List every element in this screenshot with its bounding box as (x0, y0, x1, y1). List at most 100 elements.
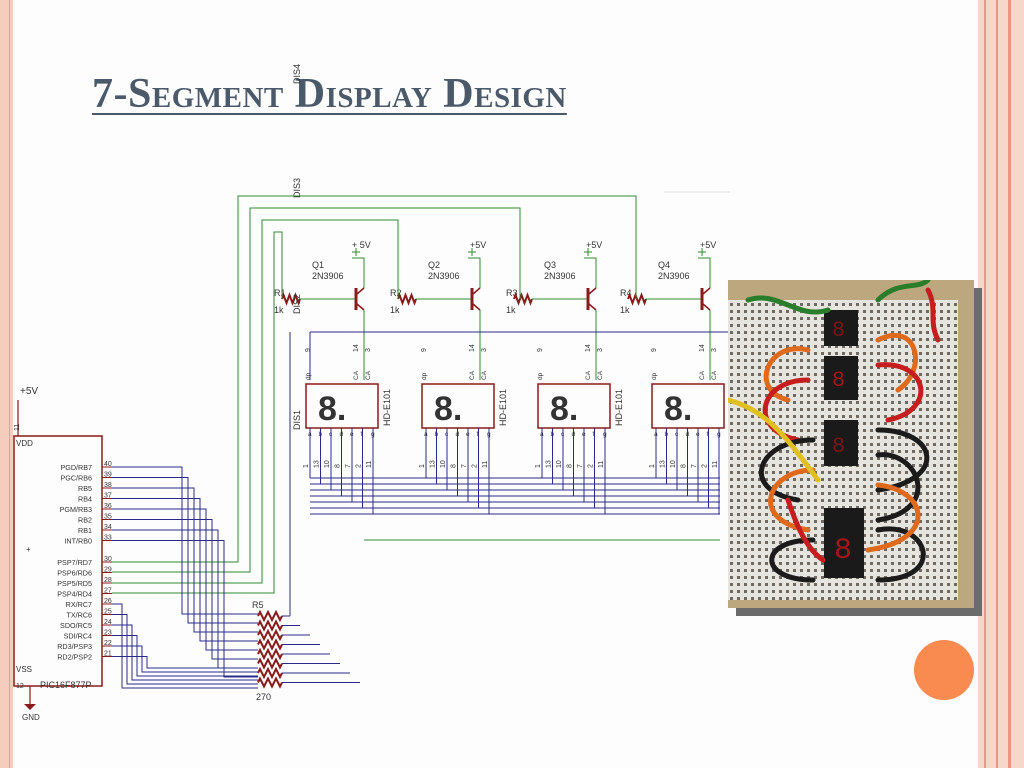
supply-wire (584, 257, 597, 288)
mcu-supply-label: +5V (20, 386, 38, 397)
base-resistor-label: R3 (506, 288, 518, 298)
mcu-pin-name-upper: RB5 (78, 484, 92, 493)
mcu-pin-name-mid: PSP6/RD6 (57, 569, 92, 578)
mcu-lower-net (112, 656, 258, 669)
display-top-pin-label: CA (365, 370, 372, 380)
resistor-pack-value: 270 (256, 692, 271, 702)
resistor-pack-element (257, 638, 283, 651)
display-bottom-pin: 11 (712, 461, 719, 468)
display-bottom-pin: 11 (366, 461, 373, 468)
display-bottom-pin: 8 (567, 464, 574, 468)
display-bottom-pin: 10 (670, 460, 677, 468)
display-top-pin-label: CA (711, 370, 718, 380)
resistor-pack-element (257, 676, 283, 689)
display-top-pin: 3 (481, 348, 488, 352)
mcu-part-name: PIC16F877P (40, 680, 92, 690)
transistor-emitter (472, 287, 481, 295)
transistor-label: Q1 (312, 260, 324, 270)
mcu-vdd-pin: 11 (14, 424, 21, 431)
mcu-pin-name-lower: SDI/RC4 (64, 632, 92, 641)
transistor-collector (356, 303, 365, 311)
display-bottom-pin: 11 (482, 461, 489, 468)
display-top-pin-label: CA (585, 370, 592, 380)
base-resistor-value: 1k (390, 305, 400, 315)
display-top-pin-label: CA (353, 370, 360, 380)
display-top-pin: 14 (469, 344, 476, 352)
mcu-pin-number-upper: 38 (104, 482, 112, 489)
mcu-pin-name-upper: PGM/RB3 (60, 505, 92, 514)
mcu-pin-name-upper: INT/RB0 (64, 537, 92, 546)
display-bottom-pin: 13 (314, 460, 321, 468)
transistor-collector (588, 303, 597, 311)
mcu-pin-name-lower: RD2/PSP2 (57, 653, 92, 662)
mcu-pin-name-upper: RB4 (78, 495, 92, 504)
resistor-pack-element (257, 666, 283, 680)
display-top-pin-label: CA (597, 370, 604, 380)
transistor-label: Q4 (658, 260, 670, 270)
digit-select-net (112, 219, 399, 584)
display-name: DIS2 (292, 294, 302, 314)
display-glyph: 8. (550, 390, 578, 428)
display-bottom-pin: 8 (335, 464, 342, 468)
transistor-label: Q3 (544, 260, 556, 270)
transistor-emitter (356, 287, 365, 295)
display-bottom-pin-label: f (707, 431, 709, 438)
display-bottom-pin: 8 (451, 464, 458, 468)
display-part: HD-E101 (614, 389, 624, 426)
transistor-emitter (702, 287, 711, 295)
display-bottom-pin: 8 (681, 464, 688, 468)
display-name: DIS4 (292, 64, 302, 84)
resistor-pack-element (257, 609, 283, 623)
transistor-type: 2N3906 (428, 271, 460, 281)
mcu-pin-name-lower: SDO/RC5 (60, 621, 92, 630)
digit-select-net (112, 195, 637, 563)
display-top-pin: 9 (421, 348, 428, 352)
supply-wire (698, 257, 711, 288)
base-resistor (627, 292, 647, 306)
mcu-lower-net (112, 614, 258, 685)
mcu-pin-number-upper: 36 (104, 503, 112, 510)
mcu-pin-name-lower: RD3/PSP3 (57, 642, 92, 651)
mcu-to-resistor-net (112, 487, 258, 633)
transistor-type: 2N3906 (544, 271, 576, 281)
transistor-supply-label: +5V (470, 240, 486, 250)
mcu-pin-number-upper: 39 (104, 472, 112, 479)
display-glyph: 8. (664, 390, 692, 428)
display-part: HD-E101 (382, 389, 392, 426)
base-resistor (397, 292, 417, 306)
mcu-pin-name-upper: RB2 (78, 516, 92, 525)
mcu-pin-number-lower: 21 (104, 651, 112, 658)
transistor-label: Q2 (428, 260, 440, 270)
display-bottom-pin: 1 (303, 464, 310, 468)
breadboard-photo: 8 8 8 8 (728, 280, 974, 608)
display-top-pin-label: CA (469, 370, 476, 380)
left-border-line (9, 0, 10, 768)
mcu-pin-number-upper: 40 (104, 461, 112, 468)
display-top-pin: 14 (699, 344, 706, 352)
digit-select-net (112, 231, 283, 594)
display-top-pin: 14 (585, 344, 592, 352)
transistor-emitter (588, 287, 597, 295)
supply-wire (468, 257, 481, 288)
mcu-pin-number-mid: 30 (104, 556, 112, 563)
base-resistor (513, 292, 533, 306)
display-name: DIS1 (292, 410, 302, 430)
breadboard-photo-illustration: 8 8 8 8 (728, 280, 974, 608)
mcu-vss-label: VSS (16, 665, 32, 674)
mcu-pin-name-upper: PGC/RB6 (60, 474, 92, 483)
display-name: DIS3 (292, 178, 302, 198)
mcu-pin-number-upper: 35 (104, 514, 112, 521)
base-resistor-label: R4 (620, 288, 632, 298)
mcu-lower-net (112, 624, 258, 681)
display-top-pin: 14 (353, 344, 360, 352)
display-top-pin: 9 (537, 348, 544, 352)
gnd-label: GND (22, 713, 40, 722)
mcu-pin-number-mid: 27 (104, 588, 112, 595)
mcu-to-resistor-net (112, 519, 258, 660)
display-bottom-pin: 2 (588, 464, 595, 468)
display-bottom-pin: 10 (324, 460, 331, 468)
display-bottom-pin: 1 (649, 464, 656, 468)
slide-title: 7-Segment Display Design (92, 71, 567, 117)
display-bottom-pin-label: f (477, 431, 479, 438)
resistor-pack-element (257, 657, 283, 670)
